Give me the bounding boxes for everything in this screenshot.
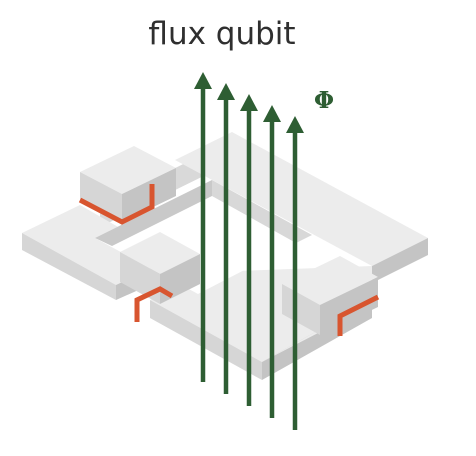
- diagram-title: flux qubit: [148, 16, 295, 52]
- flux-arrow-head: [217, 83, 235, 100]
- flux-arrow: [240, 94, 258, 406]
- flux-arrow-head: [286, 116, 304, 133]
- junction-block-front-left: [120, 232, 200, 322]
- flux-arrow: [286, 116, 304, 430]
- josephson-junction-3: [337, 294, 380, 336]
- junction-block-right: [282, 256, 380, 336]
- flux-arrow: [194, 72, 212, 382]
- flux-arrow-head: [194, 72, 212, 89]
- flux-symbol: Φ: [314, 87, 334, 114]
- flux-arrow: [263, 105, 281, 418]
- josephson-junction-1: [78, 184, 155, 225]
- flux-arrow: [217, 83, 235, 394]
- ring-right-arm: [175, 132, 428, 283]
- junction-block-back-left: [78, 146, 176, 225]
- josephson-junction-2: [134, 286, 174, 322]
- flux-arrow-head: [263, 105, 281, 122]
- flux-arrows: [194, 72, 304, 430]
- flux-arrow-head: [240, 94, 258, 111]
